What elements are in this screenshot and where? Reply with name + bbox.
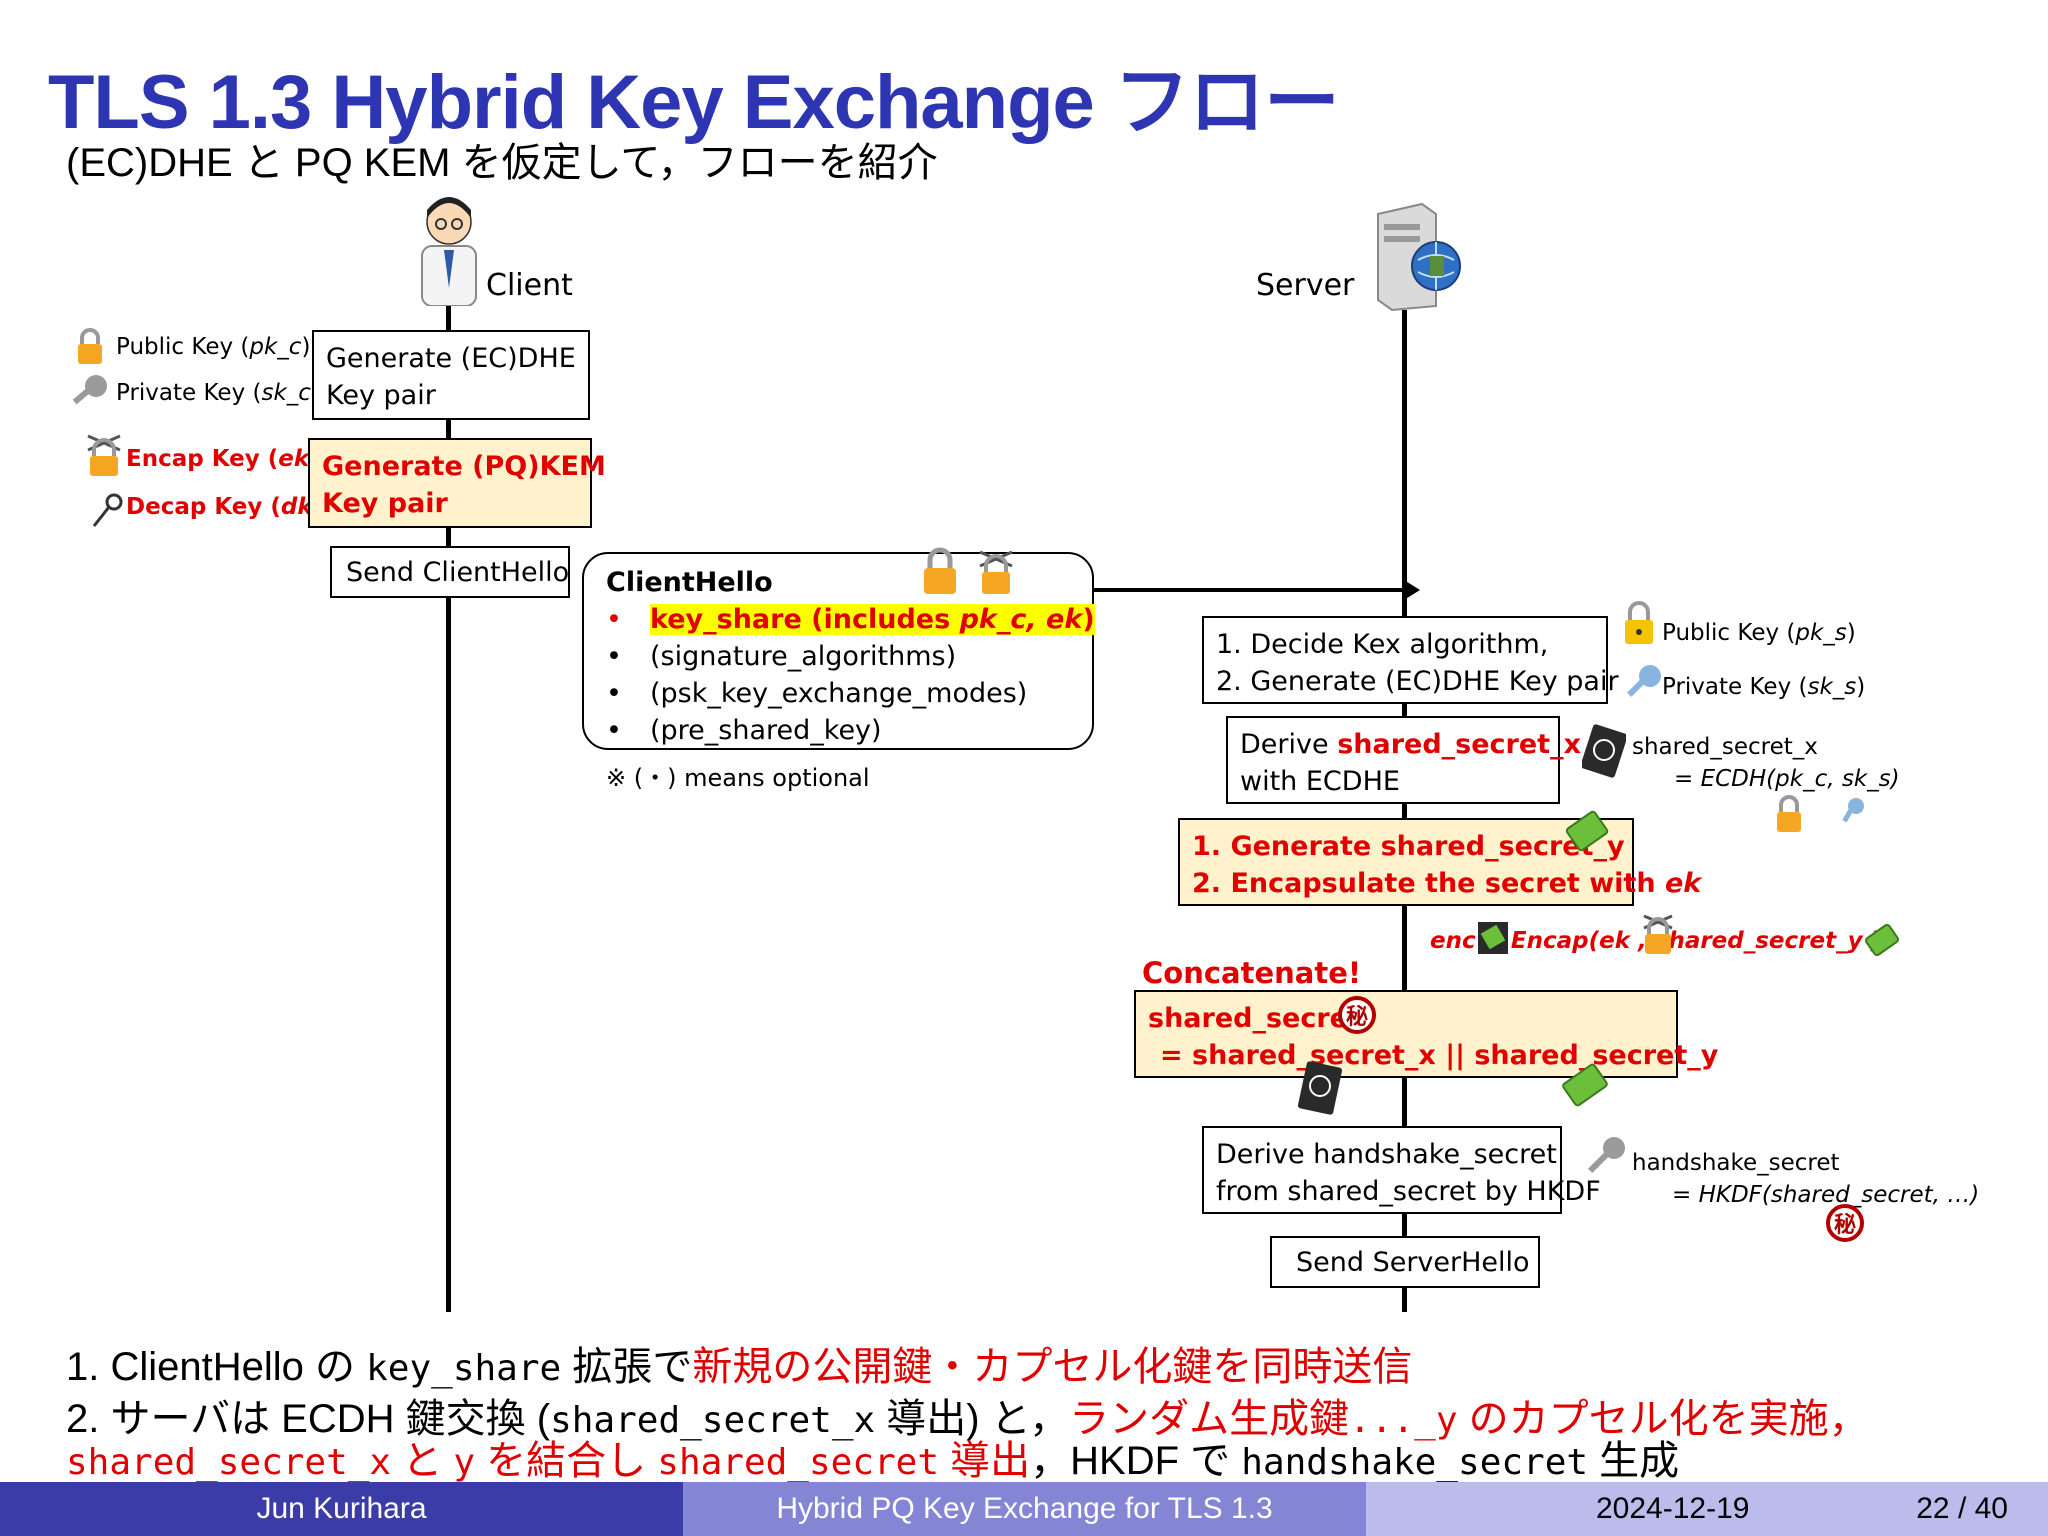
handshake-secret-label: handshake_secret (1632, 1150, 1840, 1176)
padlock-icon (1622, 600, 1656, 650)
footer-date: 2024-12-19 (1596, 1492, 1750, 1525)
clienthello-title: ClientHello (606, 567, 773, 598)
summary-line-3: shared_secret_x と y を結合し shared_secret 導… (66, 1439, 1680, 1483)
padlock-icon (1774, 794, 1804, 838)
concatenate-box: shared_secret = shared_secret_x || share… (1134, 990, 1718, 1078)
server-icon (1370, 200, 1462, 312)
key-icon (1836, 796, 1866, 838)
footer-page-number: 22 / 40 (1916, 1492, 2008, 1525)
footer-talk-title: Hybrid PQ Key Exchange for TLS 1.3 (683, 1482, 1366, 1536)
client-lifeline (446, 306, 451, 1312)
shared-secret-x-formula: = ECDH(pk_c, sk_s) (1674, 766, 1900, 792)
concatenate-label: Concatenate! (1142, 956, 1362, 990)
kem-encapsulate-box: 1. Generate shared_secret_y 2. Encapsula… (1178, 818, 1701, 906)
server-lifeline (1402, 310, 1407, 1312)
doctor-icon (416, 188, 482, 307)
clienthello-arrowhead (1404, 580, 1420, 600)
chained-padlock-icon (1640, 910, 1676, 960)
secret-passport-icon (1580, 724, 1628, 782)
money-icon (1560, 1060, 1610, 1114)
decide-kex-box: 1. Decide Kex algorithm,2. Generate (EC)… (1202, 616, 1619, 704)
footer-author: Jun Kurihara (0, 1482, 683, 1536)
client-public-key: Public Key (pk_c) (116, 334, 311, 360)
clienthello-arrow (1094, 588, 1412, 592)
list-item: •(psk_key_exchange_modes) (606, 678, 1028, 709)
money-icon (1862, 920, 1902, 964)
secret-seal-icon: 秘 (1826, 1204, 1864, 1242)
server-private-key: Private Key (sk_s) (1662, 674, 1866, 700)
clienthello-message: ClientHello •key_share (includes pk_c, e… (582, 552, 1095, 750)
optional-note: ※ (・) means optional (606, 764, 870, 792)
secret-passport-icon (1474, 918, 1512, 962)
secret-passport-icon (1296, 1060, 1344, 1122)
handshake-secret-formula: = HKDF(shared_secret, …) (1672, 1182, 1980, 1208)
money-icon (1564, 808, 1610, 858)
secret-seal-icon: 秘 (1338, 996, 1376, 1034)
send-serverhello-box: Send ServerHello (1270, 1236, 1540, 1288)
key-icon (1582, 1134, 1630, 1188)
summary-line-2: 2. サーバは ECDH 鍵交換 (shared_secret_x 導出) と，… (66, 1397, 1869, 1441)
summary-line-1: 1. ClientHello の key_share 拡張で新規の公開鍵・カプセ… (66, 1345, 1413, 1389)
key-icon (1624, 662, 1664, 710)
shared-secret-x-label: shared_secret_x (1632, 734, 1818, 760)
footer-meta: 2024-12-19 22 / 40 (1366, 1482, 2048, 1536)
chained-padlock-icon (976, 546, 1016, 600)
client-decap-key: Decap Key (dk) (126, 494, 323, 520)
slide-subtitle: (EC)DHE と PQ KEM を仮定して，フローを紹介 (66, 141, 938, 185)
chained-padlock-icon (84, 430, 124, 482)
decap-key-icon (90, 492, 124, 534)
client-encap-key: Encap Key (ek) (126, 446, 320, 472)
key-icon (68, 372, 110, 418)
server-public-key: Public Key (pk_s) (1662, 620, 1856, 646)
padlock-icon (920, 546, 960, 600)
list-item: •key_share (includes pk_c, ek) (606, 604, 1095, 635)
client-private-key: Private Key (sk_c) (116, 380, 320, 406)
server-label: Server (1256, 268, 1355, 303)
slide-footer: Jun Kurihara Hybrid PQ Key Exchange for … (0, 1482, 2048, 1536)
list-item: •(signature_algorithms) (606, 641, 957, 672)
slide-title: TLS 1.3 Hybrid Key Exchange フロー (48, 60, 1340, 145)
derive-x-box: Derive shared_secret_x with ECDHE (1226, 716, 1581, 804)
padlock-icon (76, 328, 104, 370)
client-label: Client (486, 268, 573, 303)
send-clienthello-box: Send ClientHello (330, 546, 570, 598)
list-item: •(pre_shared_key) (606, 715, 882, 746)
